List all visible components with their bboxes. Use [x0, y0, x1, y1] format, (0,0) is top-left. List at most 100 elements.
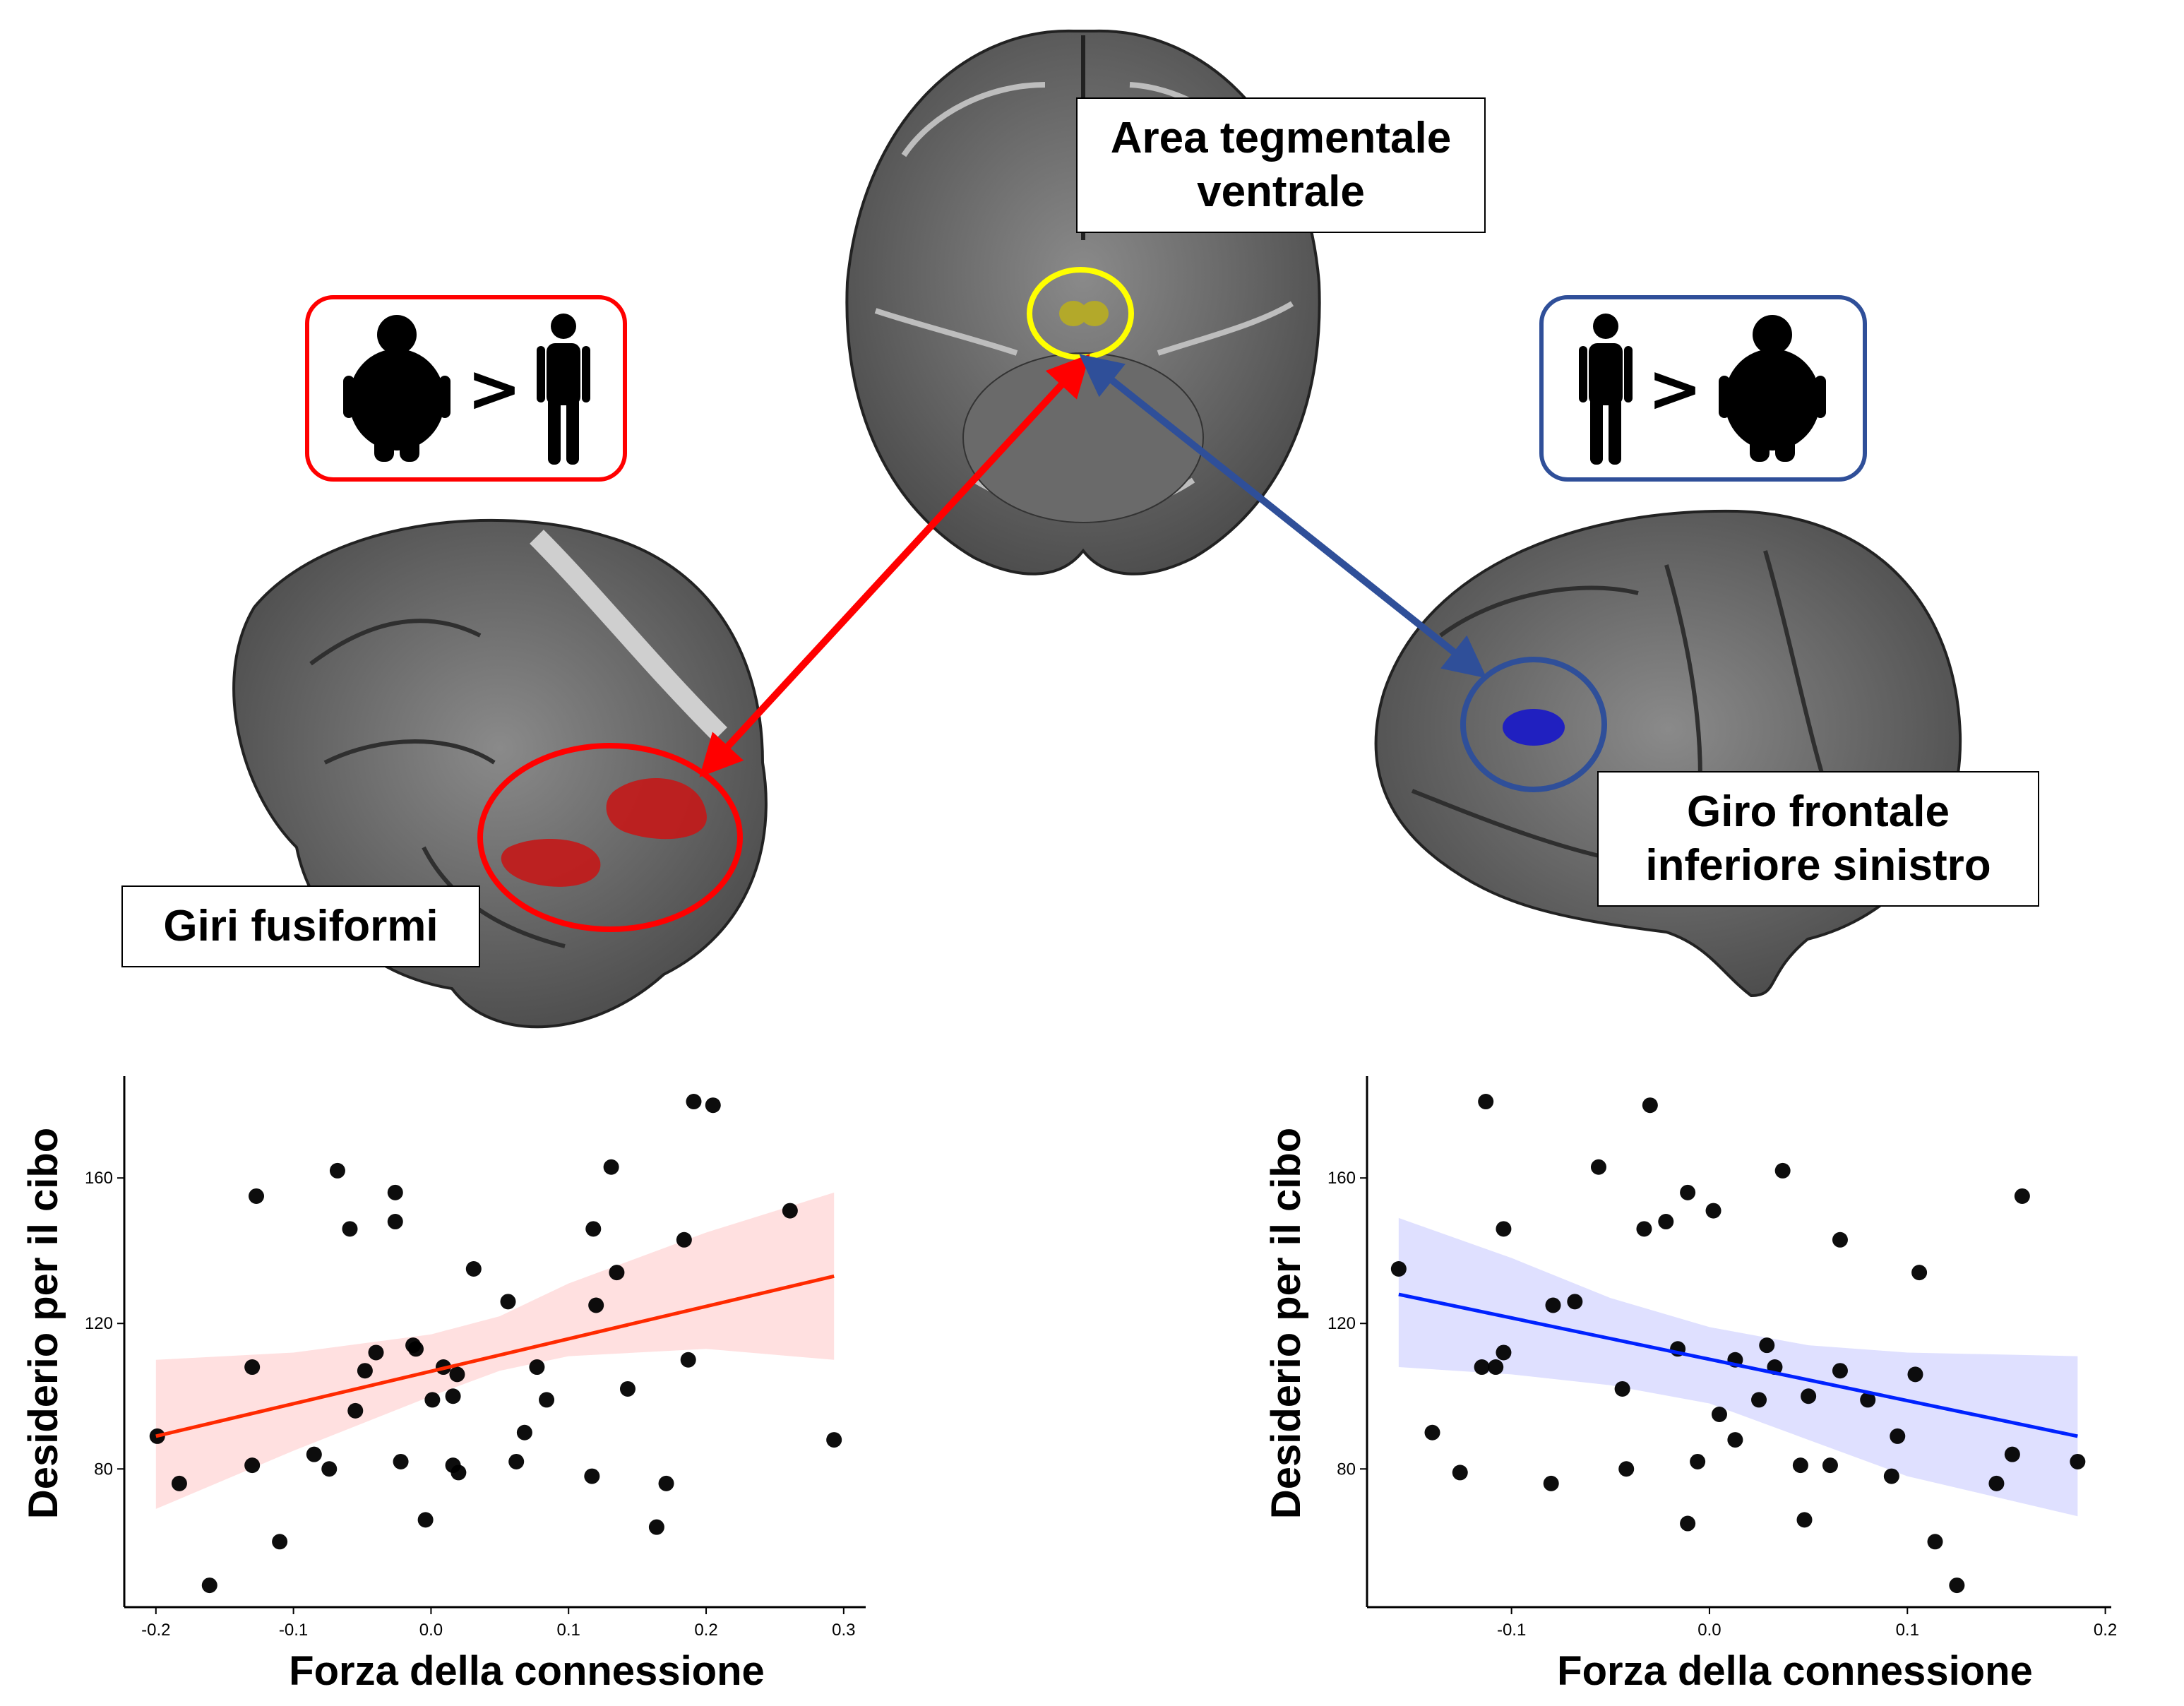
- data-point: [424, 1392, 441, 1408]
- ifg-highlight-circle: [1460, 657, 1607, 792]
- data-point: [1832, 1363, 1848, 1379]
- data-point: [1751, 1392, 1767, 1408]
- data-point: [585, 1221, 602, 1237]
- data-point: [407, 1341, 424, 1357]
- blue-connection-arrow: [1079, 354, 1487, 679]
- data-point: [1390, 1260, 1407, 1277]
- data-point: [705, 1097, 721, 1114]
- data-point: [529, 1359, 545, 1376]
- data-point: [686, 1094, 702, 1110]
- data-point: [1680, 1515, 1696, 1532]
- data-point: [2014, 1188, 2030, 1204]
- y-axis-title-right: Desiderio per il cibo: [1265, 1127, 1310, 1520]
- y-tick-label: 80: [1337, 1460, 1356, 1479]
- data-point: [244, 1457, 261, 1474]
- data-point: [1883, 1468, 1899, 1484]
- data-point: [1705, 1203, 1721, 1219]
- data-point: [619, 1380, 635, 1397]
- data-point: [680, 1352, 696, 1368]
- y-axis-title-left: Desiderio per il cibo: [22, 1127, 67, 1520]
- data-point: [1911, 1265, 1928, 1281]
- data-point: [417, 1512, 434, 1528]
- data-point: [1927, 1534, 1943, 1550]
- data-point: [500, 1294, 516, 1310]
- data-point: [321, 1461, 338, 1477]
- data-point: [584, 1468, 600, 1484]
- data-point: [450, 1465, 467, 1481]
- data-point: [2070, 1453, 2086, 1469]
- data-point: [782, 1203, 798, 1219]
- greater-than-symbol: >: [467, 350, 522, 426]
- regression-line: [155, 1274, 835, 1438]
- x-tick-label: 0.0: [1697, 1621, 1721, 1640]
- x-tick-label: 0.3: [832, 1621, 855, 1640]
- x-tick-label: 0.2: [694, 1621, 717, 1640]
- data-point: [1988, 1475, 2005, 1491]
- data-point: [1658, 1214, 1674, 1230]
- lean-person-icon: [1578, 314, 1633, 465]
- confidence-band: [1398, 1217, 2078, 1517]
- data-point: [387, 1184, 403, 1200]
- data-point: [826, 1432, 842, 1448]
- y-tick-label: 160: [1327, 1169, 1356, 1188]
- x-tick-label: -0.2: [141, 1621, 170, 1640]
- data-point: [1567, 1294, 1583, 1310]
- data-point: [329, 1162, 345, 1179]
- red-connection-arrow: [699, 354, 1090, 777]
- y-tick-label: 80: [94, 1460, 113, 1479]
- x-tick-label: -0.1: [279, 1621, 308, 1640]
- data-point: [393, 1453, 409, 1469]
- data-point: [1832, 1231, 1848, 1248]
- data-point: [1614, 1380, 1630, 1397]
- fusiform-label: Giri fusiformi: [121, 885, 480, 967]
- ifg-label: Giro frontale inferiore sinistro: [1597, 771, 2039, 907]
- data-point: [244, 1359, 261, 1376]
- data-point: [1711, 1407, 1727, 1423]
- data-point: [1488, 1359, 1504, 1376]
- vta-label: Area tegmentale ventrale: [1076, 97, 1486, 233]
- data-point: [1759, 1337, 1775, 1354]
- data-point: [465, 1260, 482, 1277]
- data-point: [1680, 1184, 1696, 1200]
- data-point: [272, 1534, 288, 1550]
- regression-line: [1398, 1292, 2078, 1438]
- data-point: [368, 1344, 384, 1361]
- data-point: [1890, 1428, 1906, 1444]
- data-point: [249, 1188, 265, 1204]
- data-point: [306, 1446, 322, 1462]
- data-point: [609, 1265, 625, 1281]
- data-point: [1792, 1457, 1808, 1474]
- data-point: [1496, 1221, 1512, 1237]
- data-point: [171, 1475, 187, 1491]
- lean-greater-than-obese-box: >: [1539, 295, 1867, 482]
- data-point: [1424, 1424, 1440, 1440]
- data-point: [1545, 1297, 1561, 1313]
- data-point: [1642, 1097, 1658, 1114]
- data-point: [201, 1577, 217, 1594]
- data-point: [347, 1402, 364, 1419]
- x-axis-title-left: Forza della connessione: [289, 1650, 765, 1695]
- obese-greater-than-lean-box: >: [305, 295, 627, 482]
- data-point: [516, 1424, 532, 1440]
- data-point: [357, 1363, 373, 1379]
- data-point: [2004, 1446, 2020, 1462]
- data-point: [1478, 1094, 1494, 1110]
- greater-than-symbol: >: [1647, 350, 1702, 426]
- data-point: [539, 1392, 555, 1408]
- x-tick-label: 0.1: [1896, 1621, 1919, 1640]
- data-point: [1796, 1512, 1813, 1528]
- y-tick-label: 160: [85, 1169, 113, 1188]
- data-point: [1452, 1465, 1468, 1481]
- lean-person-icon: [537, 314, 591, 465]
- data-point: [1801, 1388, 1817, 1404]
- data-point: [1636, 1221, 1652, 1237]
- data-point: [449, 1366, 465, 1383]
- x-tick-label: 0.0: [419, 1621, 443, 1640]
- data-point: [676, 1231, 692, 1248]
- data-point: [1496, 1344, 1512, 1361]
- data-point: [1949, 1577, 1965, 1594]
- x-tick-label: 0.1: [557, 1621, 580, 1640]
- obese-person-icon: [342, 315, 450, 462]
